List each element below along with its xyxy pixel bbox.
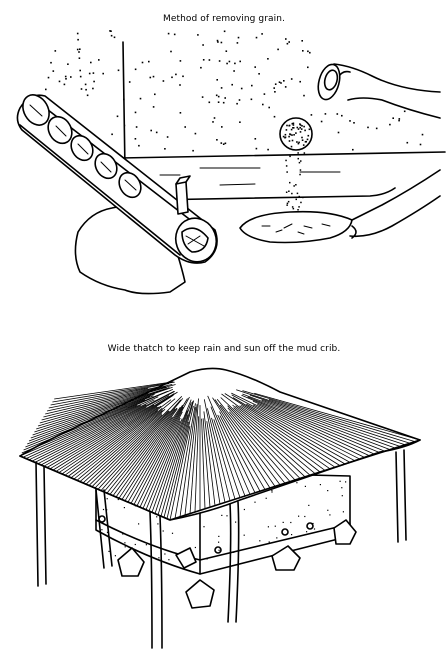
grain-sieve <box>279 117 313 151</box>
roof-poles <box>35 449 407 649</box>
caption-wide-thatch: Wide thatch to keep rain and sun off the… <box>107 344 341 354</box>
grain-removal-illustration <box>16 30 446 295</box>
falling-grain <box>285 152 306 215</box>
horizontal-beam <box>119 151 446 201</box>
support-stones <box>117 519 357 609</box>
log-crib <box>16 94 218 264</box>
caption-method-removing-grain: Method of removing grain. <box>162 14 286 24</box>
speckle-texture <box>45 30 424 152</box>
grain-mound <box>74 205 186 295</box>
hand-with-basket <box>239 169 441 244</box>
wall-corner-line <box>122 41 126 171</box>
thatch-roof <box>19 367 421 521</box>
mud-crib-body <box>95 469 351 575</box>
hand-with-cup <box>317 63 441 119</box>
